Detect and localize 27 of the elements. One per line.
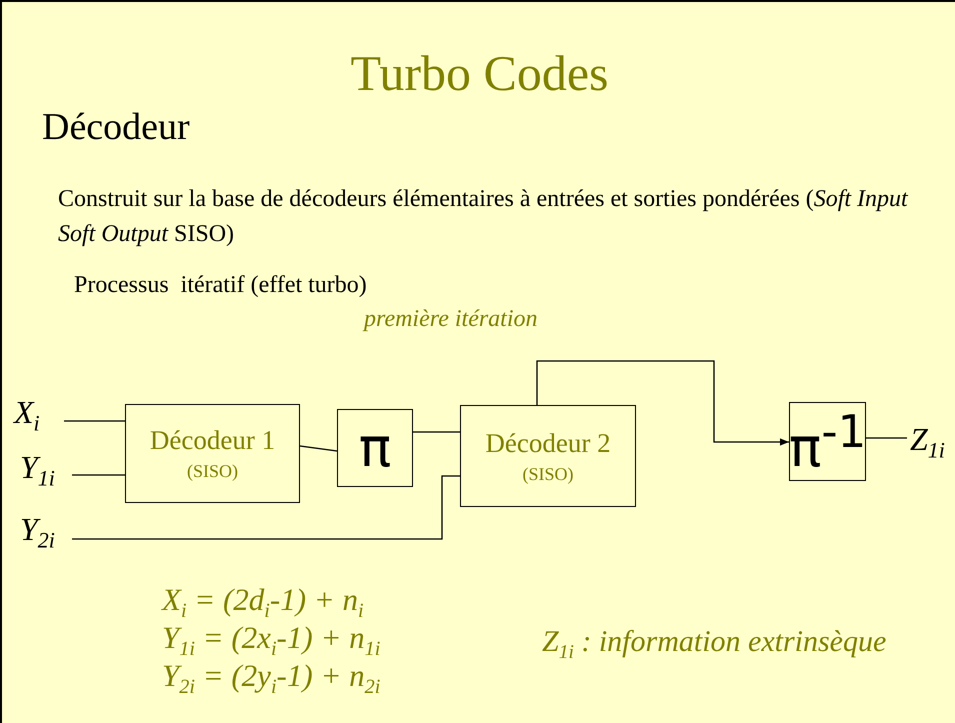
box-subtitle: (SISO)	[186, 462, 238, 480]
pi-symbol: π$^{-1}$	[788, 408, 866, 474]
pi-symbol: π	[358, 421, 392, 475]
box-subtitle: (SISO)	[522, 464, 574, 482]
signal-label: Y$_{2i}$	[20, 513, 55, 553]
annotation-text: Z$_{1i}$ : information extrinsèque	[542, 625, 886, 664]
arrow	[536, 360, 789, 446]
connector-line	[64, 420, 125, 422]
annotation-text: première itération	[364, 306, 538, 334]
decoder-box	[125, 404, 300, 503]
connector-line	[866, 437, 907, 439]
bullet-text: Processus itératif (effet turbo)	[74, 272, 367, 300]
signal-label: Y$_{1i}$	[20, 451, 55, 491]
deinterleaver-box	[789, 402, 866, 481]
connector-line	[413, 431, 460, 433]
connector-line	[300, 445, 338, 452]
slide-title: Turbo Codes	[350, 44, 610, 102]
signal-label: Z$_{1i}$	[910, 423, 945, 463]
signal-label: X$_{i}$	[14, 396, 40, 436]
decoder-box	[460, 405, 636, 507]
box-title: Décodeur 2	[485, 430, 611, 456]
bullet-text: Construit sur la base de décodeurs élémentaires à entrées et sorties pondérées (Soft Input Soft Output SISO)	[58, 185, 910, 249]
box-title: Décodeur 1	[150, 427, 276, 454]
connector-line	[72, 475, 460, 540]
section-heading: Décodeur	[42, 106, 190, 150]
interleaver-box	[337, 409, 413, 487]
connector-line	[72, 474, 125, 476]
